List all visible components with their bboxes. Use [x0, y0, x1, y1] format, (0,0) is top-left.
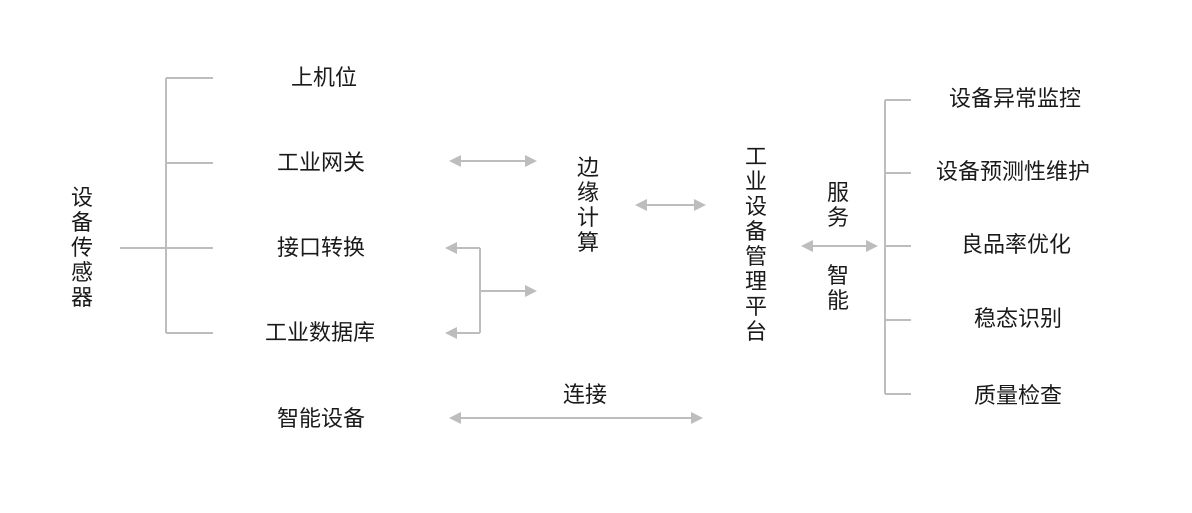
edge-platform-arrow	[635, 199, 706, 211]
interface-database-bracket	[445, 242, 537, 339]
service-quality-check: 质量检查	[974, 384, 1063, 409]
connect-arrow	[449, 412, 703, 424]
connect-label: 连接	[563, 383, 608, 408]
branch-shangjiwei: 上机位	[291, 66, 358, 91]
platform-services-arrow	[801, 240, 878, 252]
edge-computing-label: 边缘计算	[576, 156, 599, 256]
service-label: 服务	[826, 181, 849, 231]
gateway-edge-arrow	[449, 155, 537, 167]
smart-device-label: 智能设备	[277, 407, 366, 432]
service-predictive-maintenance: 设备预测性维护	[936, 160, 1091, 185]
branch-database: 工业数据库	[265, 321, 376, 346]
service-anomaly-monitoring: 设备异常监控	[949, 87, 1082, 112]
platform-label: 工业设备管理平台	[744, 145, 767, 345]
service-yield-optimization: 良品率优化	[961, 233, 1072, 258]
branch-gateway: 工业网关	[277, 151, 366, 176]
smart-label: 智能	[826, 264, 849, 314]
sensor-title: 设备传感器	[70, 186, 93, 311]
service-steady-state: 稳态识别	[974, 307, 1063, 332]
branch-interface: 接口转换	[277, 236, 366, 261]
